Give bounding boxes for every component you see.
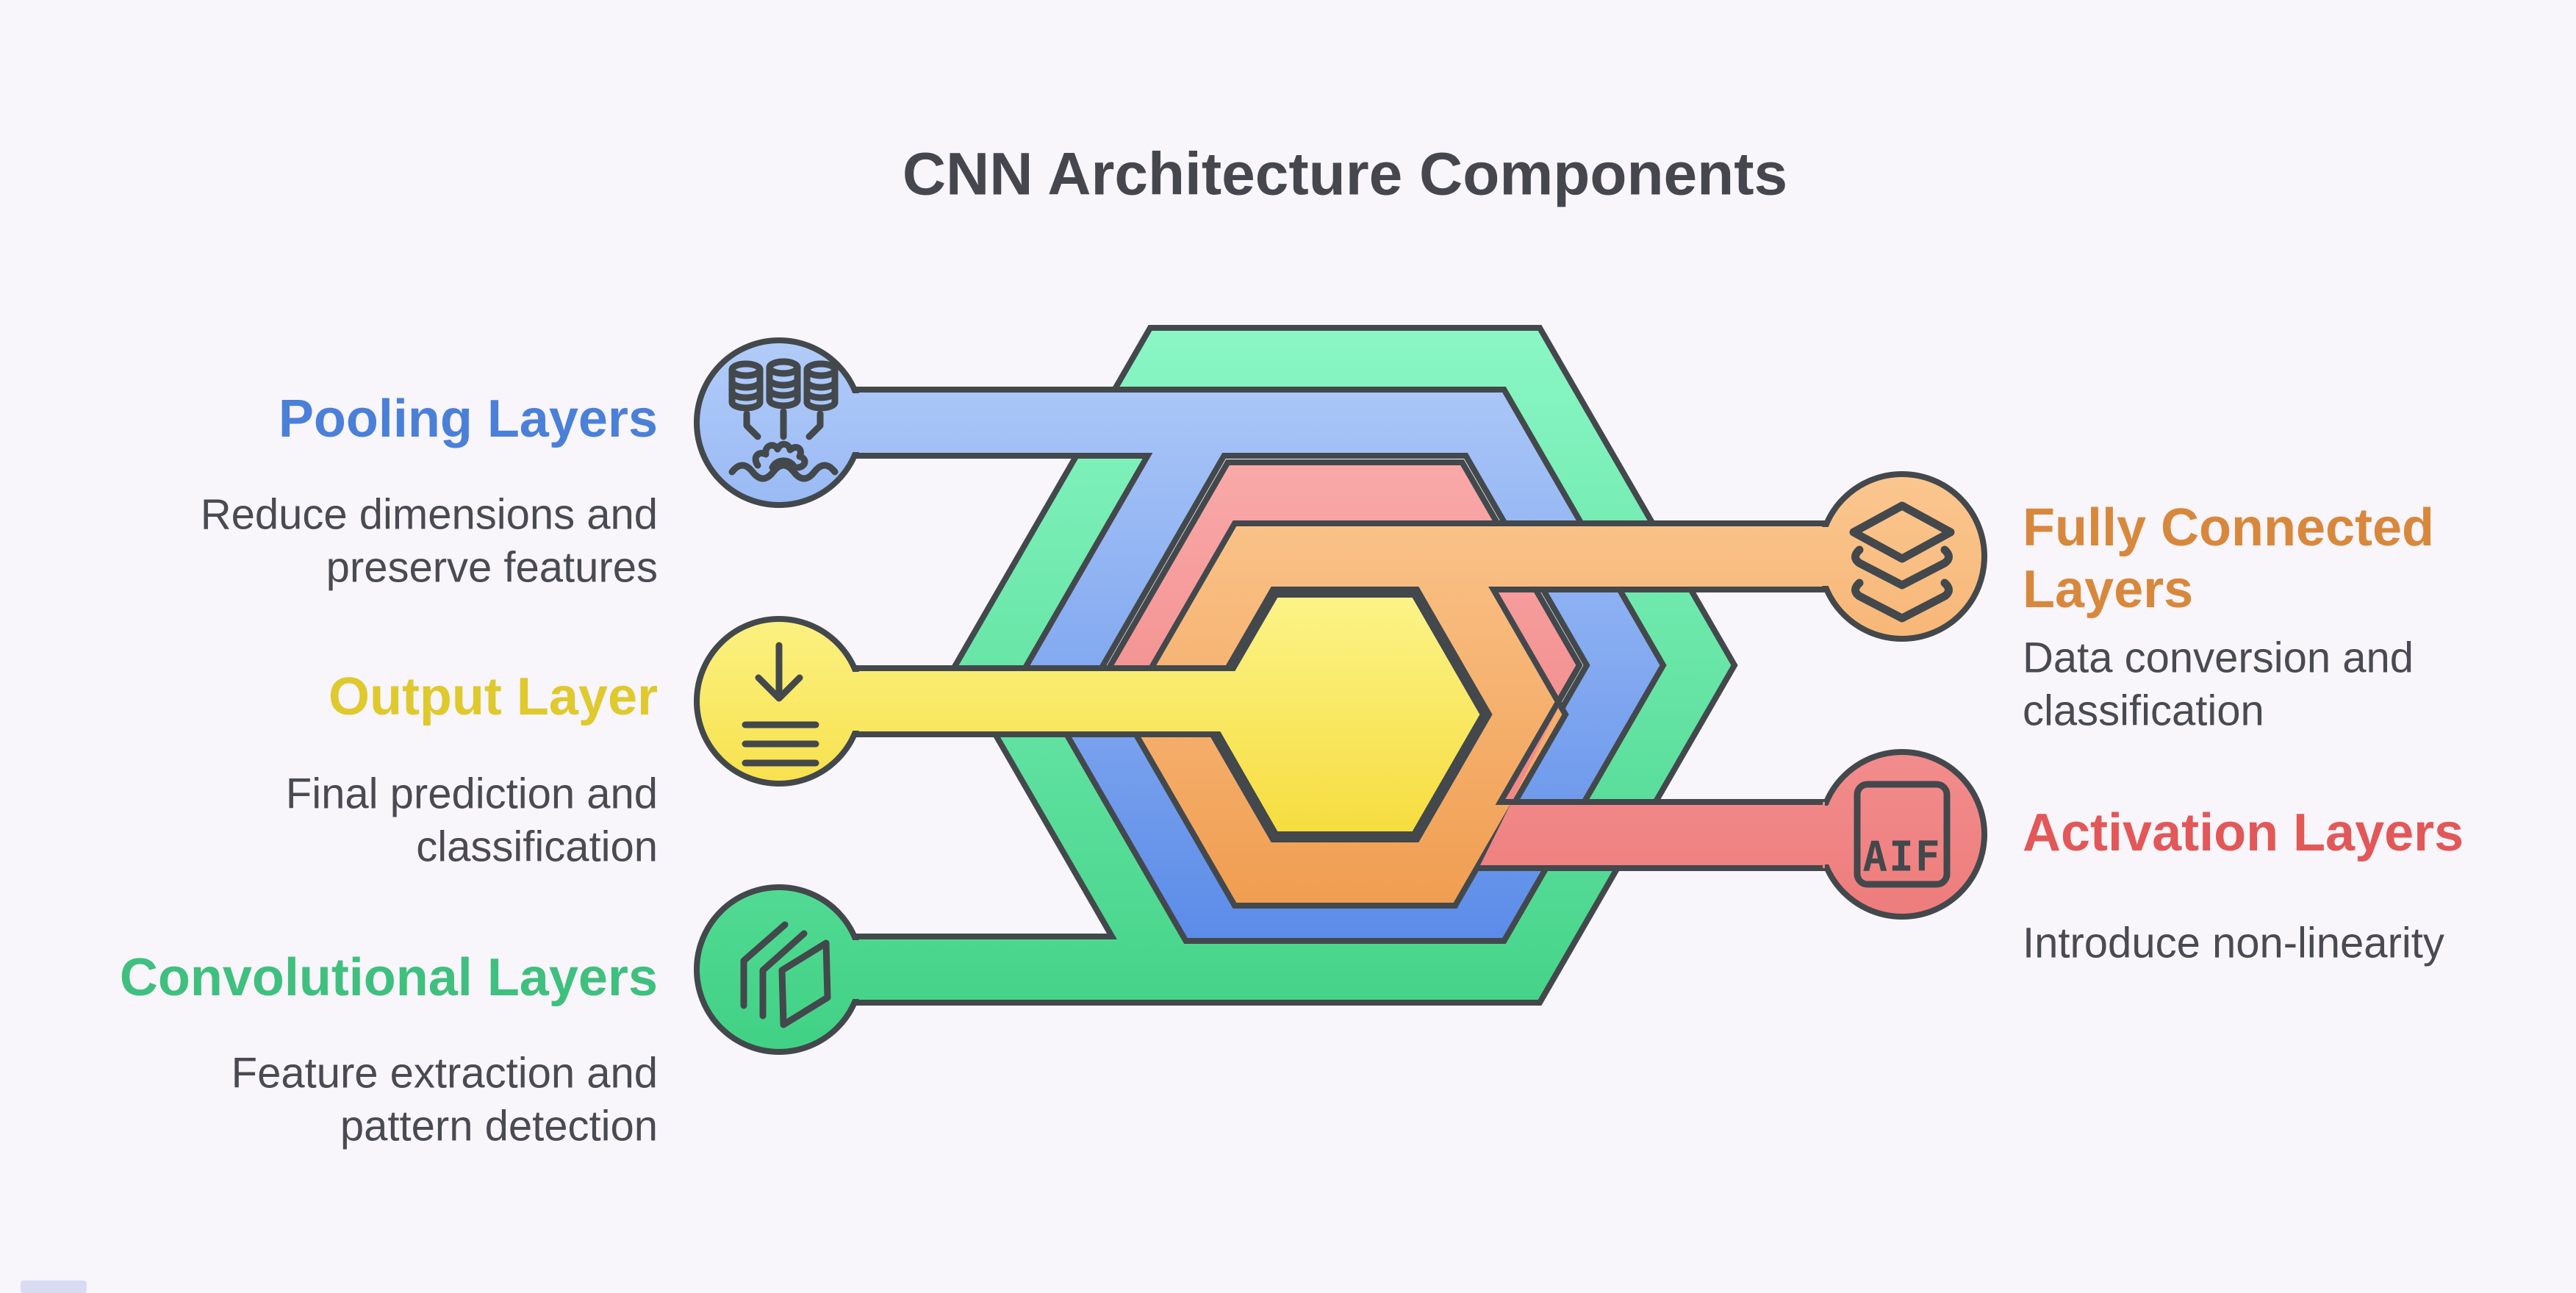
yellow-junction <box>808 672 875 731</box>
bottom-left-artifact <box>21 1281 87 1293</box>
convolutional-desc-line2: pattern detection <box>340 1103 658 1150</box>
yellow-hexagon <box>776 592 1487 837</box>
output-desc-line1: Final prediction and <box>286 770 658 818</box>
convolutional-label-block: Convolutional Layers Feature extraction … <box>120 948 658 1150</box>
fully-connected-desc-line1: Data conversion and <box>2023 634 2414 682</box>
stacked-panes-icon <box>740 921 831 1028</box>
output-desc-line2: classification <box>416 823 658 871</box>
activation-desc-line1: Introduce non-linearity <box>2023 920 2444 967</box>
aif-icon-text: AIF <box>1862 834 1941 881</box>
convolutional-label: Convolutional Layers <box>120 948 658 1007</box>
red-arm-overlap <box>1479 663 1825 871</box>
fully-connected-label-line2: Layers <box>2023 560 2193 619</box>
fully-connected-label-block: Fully Connected Layers Data conversion a… <box>2023 498 2434 735</box>
pooling-label-block: Pooling Layers Reduce dimensions and pre… <box>201 390 658 592</box>
pooling-label: Pooling Layers <box>279 390 658 448</box>
output-label: Output Layer <box>329 667 658 726</box>
database-pool-icon <box>728 358 839 482</box>
page-title: CNN Architecture Components <box>903 141 1787 208</box>
output-label-block: Output Layer Final prediction and classi… <box>286 667 658 871</box>
fully-connected-label-line1: Fully Connected <box>2023 498 2434 557</box>
activation-label-block: Activation Layers Introduce non-linearit… <box>2023 803 2464 967</box>
fully-connected-desc-line2: classification <box>2023 687 2264 735</box>
pooling-desc-line1: Reduce dimensions and <box>201 491 658 539</box>
stacked-layers-icon <box>1849 501 1955 623</box>
download-tray-icon <box>742 642 819 767</box>
convolutional-desc-line1: Feature extraction and <box>232 1050 658 1097</box>
activation-label: Activation Layers <box>2023 803 2464 862</box>
aif-file-icon: AIF <box>1854 781 1951 888</box>
pooling-desc-line2: preserve features <box>326 544 658 592</box>
